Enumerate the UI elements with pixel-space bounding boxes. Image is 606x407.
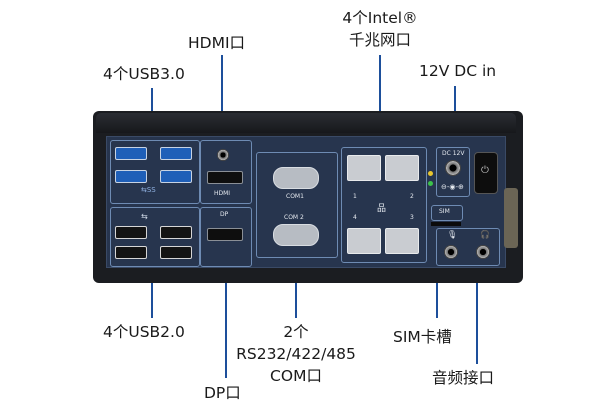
lan-frame [341, 147, 427, 263]
usb3-callout: 4个USB3.0 [103, 65, 185, 83]
lan-number: 3 [410, 214, 414, 221]
side-connector [504, 188, 518, 248]
com-frame [256, 152, 338, 258]
lan-callout-line1: 4个Intel® [342, 9, 418, 27]
sim-frame [431, 205, 463, 221]
audio-callout: 音频接口 [432, 369, 495, 387]
usb3-port [115, 170, 147, 183]
hdmi-port-label: HDMI [214, 190, 231, 197]
dp-callout: DP口 [204, 384, 241, 402]
com1-port [273, 167, 319, 189]
lan-number: 1 [353, 193, 357, 200]
usb-symbol-icon: ⇆ [141, 212, 148, 221]
lan-port-2 [385, 155, 419, 181]
lan-port-3 [385, 228, 419, 254]
network-symbol-icon: 品 [377, 204, 387, 214]
mic-jack [444, 245, 458, 259]
usb2-port [115, 246, 147, 259]
usb2-port [160, 246, 192, 259]
microphone-icon: 🎙 [447, 230, 458, 239]
audio-frame [436, 228, 500, 266]
polarity-icon: ⊖-◉-⊕ [441, 183, 464, 191]
usb2-port [160, 226, 192, 239]
hdmi-frame [200, 140, 252, 204]
lan-port-4 [347, 228, 381, 254]
status-led [428, 181, 433, 186]
dp-frame [200, 207, 252, 267]
dc-jack [445, 160, 461, 176]
usb2-callout: 4个USB2.0 [103, 323, 185, 341]
usb3-port [160, 170, 192, 183]
lan-number: 4 [353, 214, 357, 221]
sim-callout: SIM卡槽 [393, 328, 452, 346]
dc-frame [436, 147, 470, 197]
com-callout-line3: COM口 [270, 367, 322, 385]
power-icon: ⏻ [481, 165, 489, 176]
com-callout-line1: 2个 [283, 323, 309, 341]
dc-label: DC 12V [442, 150, 465, 157]
dp-port-label: DP [220, 211, 229, 218]
dc-callout: 12V DC in [419, 62, 497, 80]
lan-number: 2 [410, 193, 414, 200]
line-out-jack [476, 245, 490, 259]
usb2-port [115, 226, 147, 239]
hdmi-port [207, 171, 243, 184]
status-led [428, 171, 433, 176]
hdmi-callout: HDMI口 [188, 34, 246, 52]
device-top-edge [96, 113, 516, 133]
usb2-frame [110, 207, 200, 267]
usb3-frame [110, 140, 200, 204]
usb3-port [115, 147, 147, 160]
com-callout-line2: RS232/422/485 [236, 345, 356, 363]
power-button: ⏻ [474, 152, 498, 194]
sim-slot [431, 222, 461, 226]
sim-label: SIM [439, 208, 450, 215]
lan-callout-line2: 千兆网口 [348, 31, 411, 49]
led-indicator [217, 149, 229, 161]
usb3-port [160, 147, 192, 160]
usb-symbol-icon: ⇆SS [141, 186, 156, 194]
lan-port-1 [347, 155, 381, 181]
com2-label: COM 2 [284, 214, 304, 221]
com1-label: COM1 [286, 193, 304, 200]
com2-port [273, 224, 319, 246]
dp-port [207, 228, 243, 241]
headphone-icon: 🎧 [480, 230, 490, 239]
